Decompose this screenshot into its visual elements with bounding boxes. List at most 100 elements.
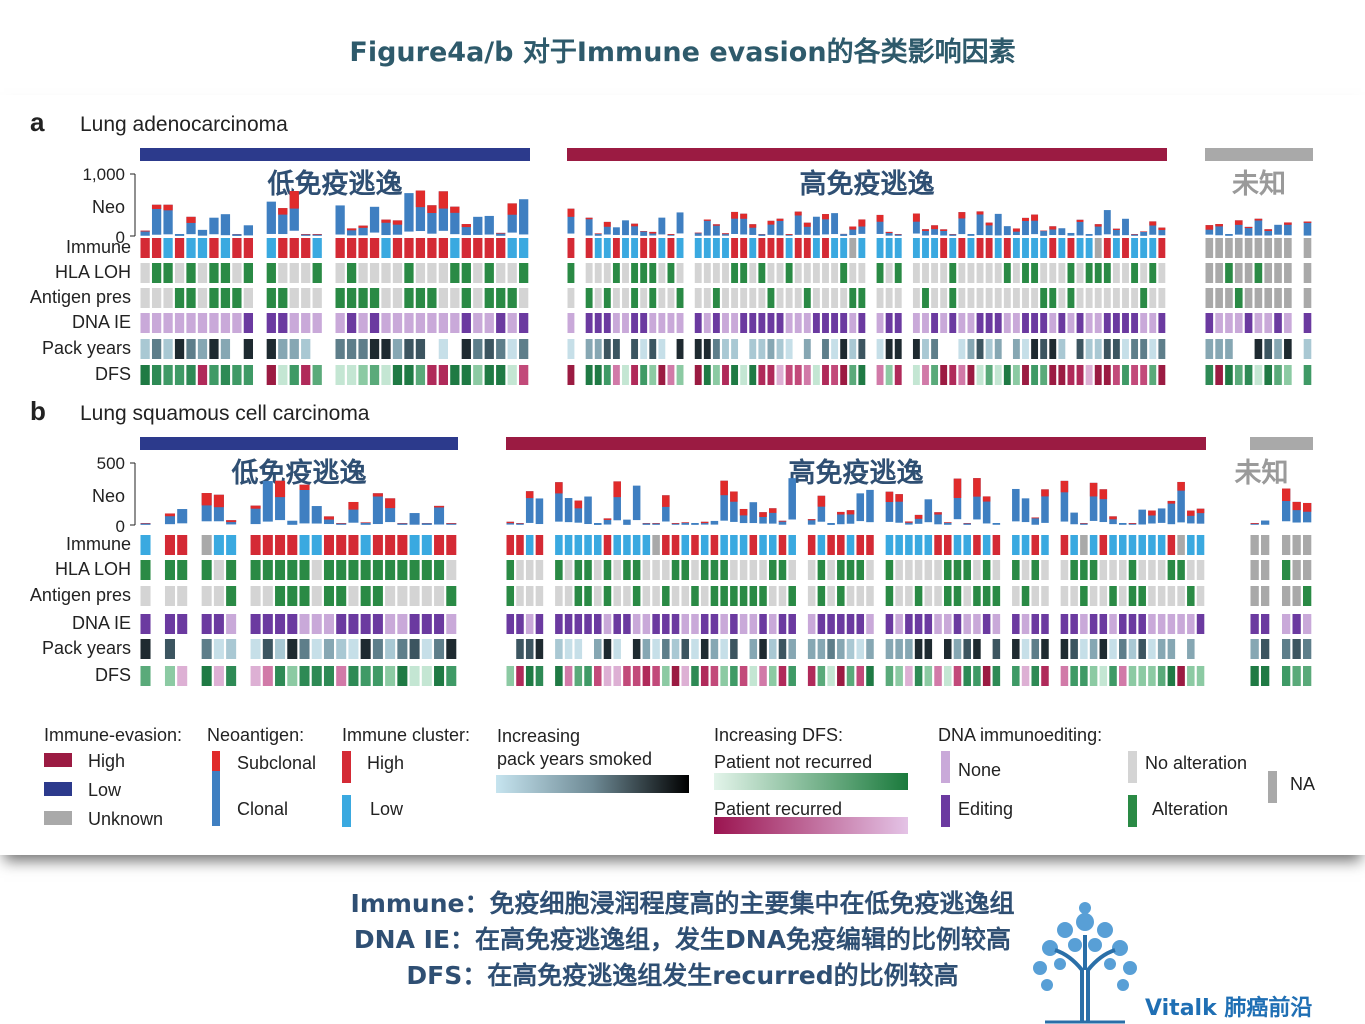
dna-ie-cell bbox=[703, 313, 711, 333]
neo-bar-subclonal bbox=[837, 511, 845, 515]
hla-loh-cell bbox=[404, 263, 414, 283]
antigen-pres-cell bbox=[1274, 288, 1282, 308]
dfs-cell bbox=[220, 365, 231, 385]
neo-bar-subclonal bbox=[1234, 220, 1243, 225]
antigen-pres-cell bbox=[335, 288, 345, 308]
immune-cell bbox=[516, 535, 524, 555]
dfs-cell bbox=[555, 666, 563, 686]
neo-bar-subclonal bbox=[694, 232, 702, 234]
hla-loh-cell bbox=[739, 560, 748, 580]
dna-ie-cell bbox=[632, 614, 641, 634]
neo-bar-clonal bbox=[778, 520, 787, 525]
hla-loh-cell bbox=[372, 560, 383, 580]
neo-bar-subclonal bbox=[807, 519, 816, 521]
dna-ie-cell bbox=[1148, 614, 1156, 634]
row-label: Antigen pres bbox=[30, 585, 131, 605]
hla-loh-cell bbox=[1303, 560, 1312, 580]
hla-loh-cell bbox=[266, 263, 276, 283]
hla-loh-cell bbox=[912, 263, 920, 283]
dfs-cell bbox=[525, 666, 534, 686]
hla-loh-cell bbox=[749, 263, 757, 283]
neo-bar-clonal bbox=[788, 478, 796, 520]
neo-bar-clonal bbox=[1140, 231, 1148, 236]
neo-bar-subclonal bbox=[922, 229, 929, 231]
neo-bar-subclonal bbox=[603, 221, 611, 227]
dfs-cell bbox=[1099, 666, 1108, 686]
neo-bar-clonal bbox=[776, 218, 784, 236]
neo-bar-subclonal bbox=[817, 495, 826, 507]
hla-loh-cell bbox=[197, 263, 208, 283]
hla-loh-cell bbox=[140, 560, 151, 580]
immune-cell bbox=[1060, 535, 1069, 555]
dna-ie-cell bbox=[1070, 614, 1078, 634]
antigen-pres-cell bbox=[1103, 288, 1111, 308]
hla-loh-cell bbox=[794, 263, 802, 283]
neo-bar-clonal bbox=[358, 225, 368, 236]
group-bar bbox=[1250, 437, 1313, 450]
immune-cell bbox=[450, 238, 460, 258]
antigen-pres-cell bbox=[262, 586, 273, 606]
neo-bar-clonal bbox=[415, 190, 426, 232]
dna-ie-cell bbox=[1196, 614, 1205, 634]
hla-loh-cell bbox=[849, 263, 857, 283]
dna-ie-cell bbox=[197, 313, 208, 333]
legend-subclonal-label: Subclonal bbox=[237, 753, 316, 773]
dfs-cell bbox=[720, 666, 728, 686]
antigen-pres-cell bbox=[712, 288, 720, 308]
dfs-cell bbox=[722, 365, 729, 385]
row-label: DNA IE bbox=[72, 312, 131, 332]
hla-loh-cell bbox=[776, 263, 784, 283]
dfs-cell bbox=[758, 365, 766, 385]
hla-loh-cell bbox=[649, 263, 657, 283]
dfs-cell bbox=[1187, 666, 1195, 686]
antigen-pres-cell bbox=[662, 586, 670, 606]
dna-ie-cell bbox=[885, 614, 894, 634]
neo-bar-clonal bbox=[1080, 523, 1088, 525]
pack-years-cell bbox=[397, 639, 408, 659]
dfs-cell bbox=[594, 365, 602, 385]
pack-years-cell bbox=[1041, 639, 1049, 659]
pack-years-cell bbox=[1158, 339, 1166, 359]
immune-cell bbox=[1058, 238, 1066, 258]
neo-bar-clonal bbox=[985, 222, 993, 236]
dfs-cell bbox=[807, 666, 816, 686]
neo-bar-subclonal bbox=[438, 191, 449, 209]
dna-ie-cell bbox=[712, 313, 720, 333]
hla-loh-cell bbox=[434, 560, 445, 580]
neo-bar-clonal bbox=[369, 206, 380, 233]
neo-bar-clonal bbox=[250, 505, 261, 525]
dfs-cell bbox=[895, 666, 903, 686]
hla-loh-cell bbox=[895, 560, 903, 580]
dna-ie-cell bbox=[1076, 313, 1084, 333]
neo-bar-clonal bbox=[866, 489, 874, 523]
dna-ie-cell bbox=[287, 614, 298, 634]
neo-bar-subclonal bbox=[640, 231, 648, 232]
dna-ie-cell bbox=[564, 614, 573, 634]
immune-cell bbox=[603, 535, 612, 555]
hla-loh-cell bbox=[421, 560, 432, 580]
neo-bar-subclonal bbox=[574, 500, 583, 509]
antigen-pres-cell bbox=[803, 288, 811, 308]
dna-ie-cell bbox=[1149, 313, 1157, 333]
group-label: 高免疫逃逸 bbox=[800, 168, 935, 199]
immune-cell bbox=[594, 535, 602, 555]
pack-years-cell bbox=[1250, 639, 1259, 659]
neo-bar-subclonal bbox=[934, 512, 942, 515]
dna-ie-cell bbox=[905, 614, 913, 634]
hla-loh-cell bbox=[335, 263, 345, 283]
immune-cell bbox=[434, 535, 445, 555]
immune-cell bbox=[856, 535, 865, 555]
dfs-cell bbox=[335, 365, 345, 385]
pack-years-cell bbox=[186, 339, 196, 359]
neo-bar-subclonal bbox=[776, 218, 784, 221]
dna-ie-cell bbox=[642, 614, 651, 634]
legend-swatch bbox=[941, 795, 950, 827]
neo-bar-clonal bbox=[632, 485, 641, 521]
pack-years-cell bbox=[461, 339, 471, 359]
antigen-pres-cell bbox=[658, 288, 666, 308]
pack-years-cell bbox=[266, 339, 276, 359]
immune-cell bbox=[914, 535, 923, 555]
antigen-pres-cell bbox=[1261, 586, 1270, 606]
hla-loh-cell bbox=[446, 560, 457, 580]
antigen-pres-cell bbox=[613, 586, 621, 606]
